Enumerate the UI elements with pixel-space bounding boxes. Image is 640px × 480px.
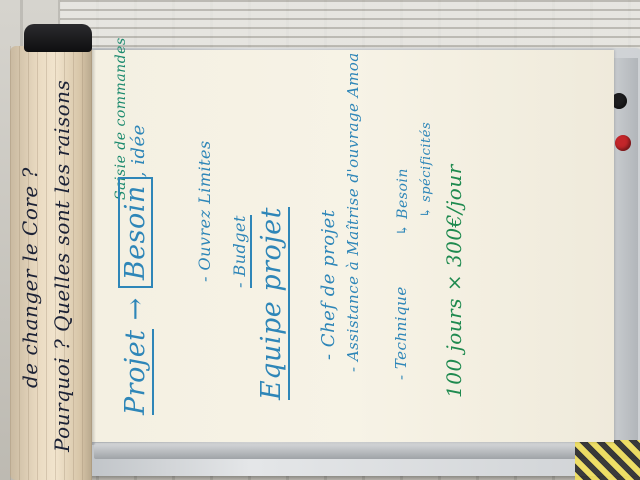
easel-marker-tray (94, 443, 640, 459)
sub-specificites: ↳ spécificités (419, 121, 434, 218)
projet-word: Projet (120, 329, 154, 415)
equipe-projet: Equipe projet (256, 206, 290, 400)
chef-de-projet: - Chef de projet (318, 209, 339, 360)
equipe-projet-text: Equipe projet (256, 206, 290, 400)
paper-roll (10, 46, 92, 480)
sheet-shadow (90, 50, 96, 445)
estimate: 100 jours × 300€/jour (442, 164, 466, 398)
hazard-tape (575, 440, 640, 480)
technique-item: - Technique (392, 286, 410, 380)
assistance-amoa: - Assistance à Maîtrise d'ouvrage Amoa (344, 52, 362, 372)
sub-besoin: ↳ Besoin (395, 168, 411, 236)
roll-note-line-2: de changer le Core ? (18, 167, 42, 388)
roll-cap (24, 24, 92, 52)
magnet-red-icon (615, 135, 631, 151)
flipchart-sheet (92, 50, 614, 442)
budget-text: - Budget (230, 215, 252, 288)
budget-item: - Budget (230, 215, 252, 288)
roll-note-line-1: Pourquoi ? Quelles sont les raisons (50, 79, 74, 452)
besoin-box: Besoin (118, 177, 153, 289)
paper-roll-lines (10, 46, 92, 480)
ouvrez-limites: - Ouvrez Limites (195, 140, 214, 282)
projet-label: Projet → Besoin, idée (118, 124, 154, 415)
magnet-black-icon (611, 93, 627, 109)
projet-arrow: → (120, 297, 151, 321)
idee-text: , idée (128, 124, 149, 178)
